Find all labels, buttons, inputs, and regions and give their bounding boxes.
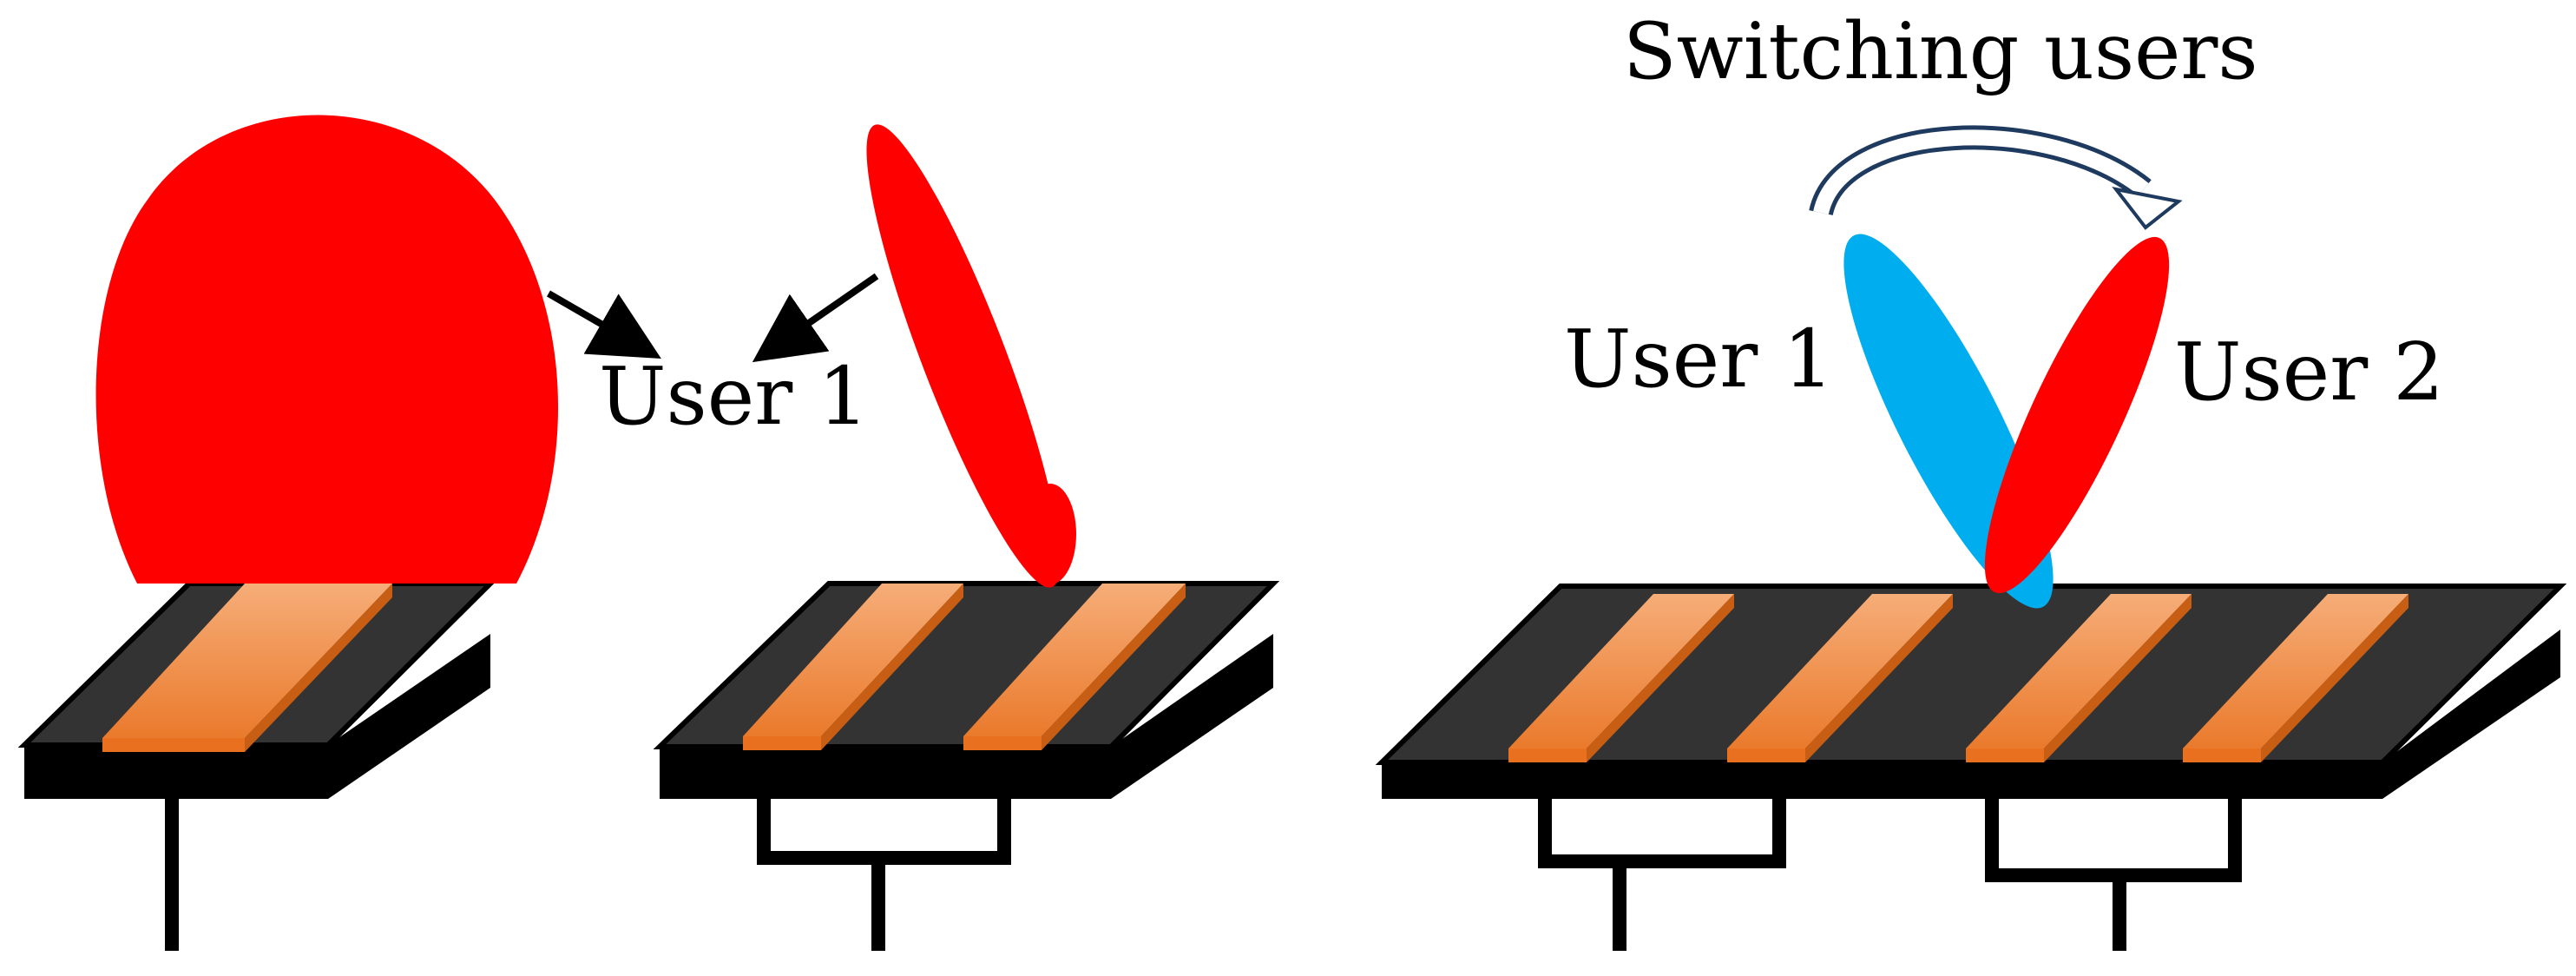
user1-switch-label: User 1 xyxy=(1564,313,1834,406)
pointer-arrow xyxy=(752,273,879,363)
user1-label: User 1 xyxy=(599,350,869,443)
panel-multi-electrode xyxy=(1375,125,2567,951)
palm-touch xyxy=(95,115,559,584)
sensor-board xyxy=(653,581,1280,799)
bridge-wire xyxy=(1985,790,2242,882)
electrode xyxy=(2183,594,2408,762)
electrode xyxy=(963,584,1186,750)
electrode xyxy=(1727,594,1953,762)
electrode xyxy=(1508,594,1734,762)
switching-users-title: Switching users xyxy=(1623,6,2258,97)
fingertip-touch xyxy=(866,124,1076,588)
panel-single-electrode xyxy=(17,115,559,951)
bridge-wire xyxy=(757,790,1011,865)
panel-double-electrode xyxy=(653,124,1280,951)
user2-switch-label: User 2 xyxy=(2174,326,2444,419)
user2-fingertip xyxy=(1984,236,2170,594)
bridge-wire xyxy=(1538,790,1786,868)
pointer-arrow xyxy=(546,290,661,359)
electrode xyxy=(1966,594,2192,762)
electrode xyxy=(102,584,392,752)
switching-arrow xyxy=(1809,125,2183,230)
electrode xyxy=(743,584,963,750)
